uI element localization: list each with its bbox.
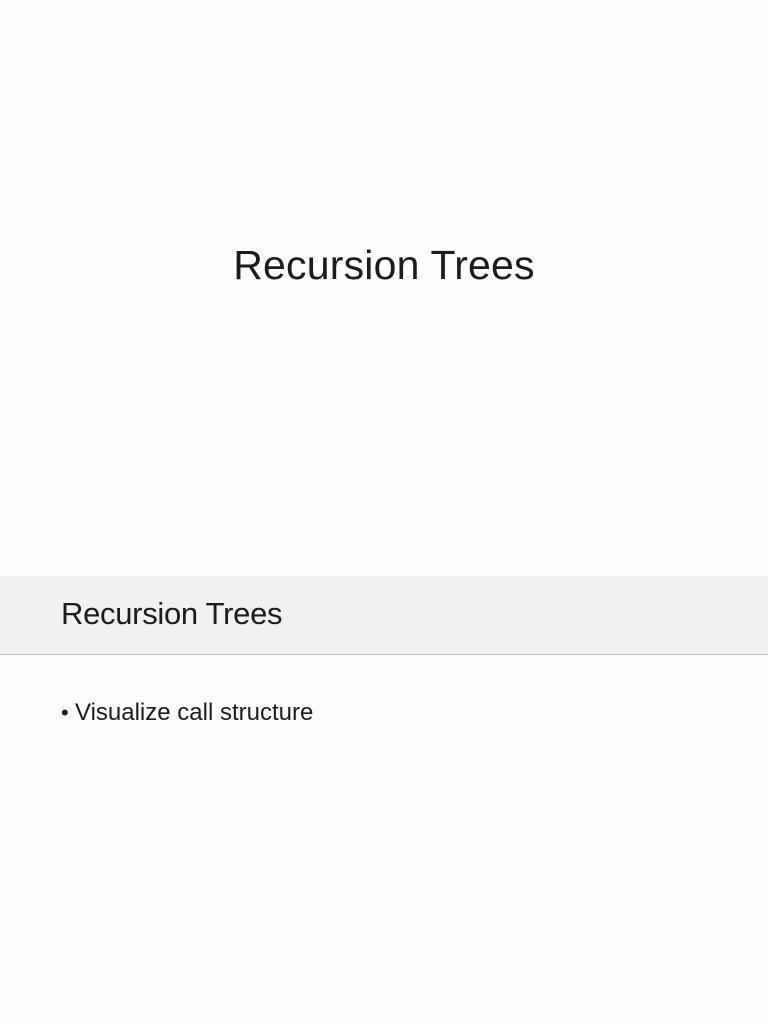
bullet-item: • Visualize call structure [61,695,313,731]
bullet-marker: • [61,700,69,725]
slide-title: Recursion Trees [233,242,535,288]
bullet-list: • Visualize call structure [61,695,313,731]
slide-header-title: Recursion Trees [61,596,283,631]
bullet-text: Visualize call structure [75,699,314,726]
slide-header-band [0,576,768,655]
